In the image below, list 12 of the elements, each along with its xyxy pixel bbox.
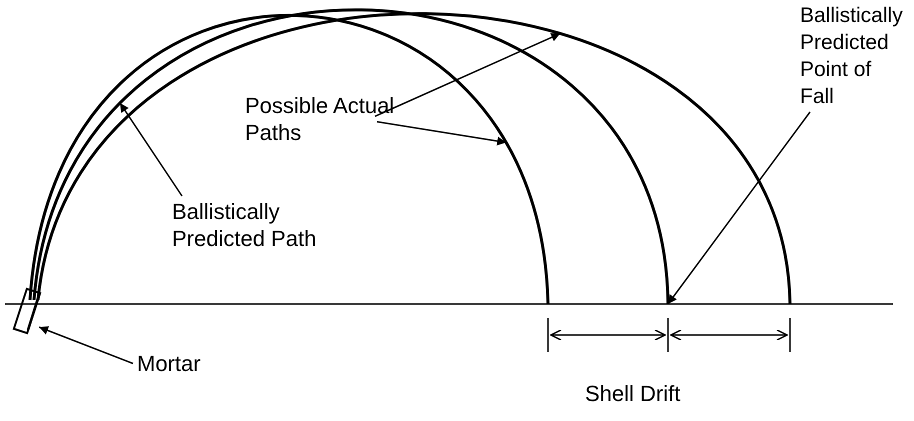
mortar-tube: [12, 288, 42, 334]
callout-label: Ballistically Predicted Path: [172, 198, 362, 252]
leader-line: [374, 32, 561, 117]
callout-label: Possible Actual Paths: [245, 92, 415, 146]
leader-line: [667, 112, 811, 304]
callout-label: Mortar: [137, 350, 237, 377]
trajectory-curve: [36, 12, 792, 304]
dimension-label: Shell Drift: [585, 380, 680, 407]
leader-line: [119, 102, 183, 196]
callout-label: Ballistically Predicted Point of Fall: [800, 2, 908, 110]
leader-line: [376, 120, 506, 146]
leader-line: [38, 326, 134, 364]
